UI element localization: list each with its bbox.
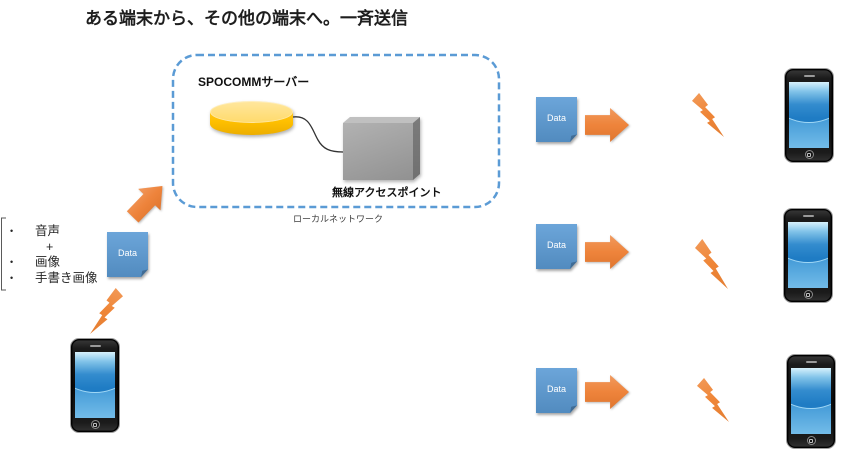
data-document-icon: Data xyxy=(536,368,577,413)
document-folded-corner xyxy=(570,261,577,269)
phone-screen-reflection xyxy=(787,222,829,262)
lightning-bolt-icon xyxy=(695,239,728,289)
phone-screen-reflection xyxy=(74,352,116,392)
document-body xyxy=(536,224,577,269)
list-item-text: 音声 xyxy=(35,224,61,238)
cylinder-top xyxy=(210,101,293,123)
database-cylinder-icon xyxy=(210,101,293,135)
list-item: • 音声 xyxy=(0,224,110,240)
content-list-bracket xyxy=(1,217,6,291)
phone-screen-reflection xyxy=(788,82,830,122)
arrow-right-icon xyxy=(585,375,629,409)
list-item-text: 画像 xyxy=(35,255,61,269)
access-point-label: 無線アクセスポイント xyxy=(332,187,442,199)
data-document-icon: Data xyxy=(536,224,577,269)
bolt-shape xyxy=(695,239,728,289)
phone-home-button xyxy=(804,150,814,160)
server-label: SPOCOMMサーバー xyxy=(198,75,310,89)
content-type-list: • 音声 + • 画像 • 手書き画像 xyxy=(0,224,110,286)
phone-speaker xyxy=(805,360,817,363)
server-to-access-point-cable xyxy=(292,116,344,153)
list-item-text: 手書き画像 xyxy=(35,270,98,285)
page-title: ある端末から、その他の端末へ。一斉送信 xyxy=(85,9,408,28)
arrow-right-icon xyxy=(585,235,629,269)
phone-home-button xyxy=(803,290,813,300)
box-side-face xyxy=(413,117,420,180)
phone-speaker xyxy=(89,344,101,347)
document-body xyxy=(107,232,148,277)
smartphone-icon xyxy=(786,354,836,449)
box-front-face xyxy=(343,123,413,180)
phone-home-button xyxy=(90,420,100,430)
arrow-shape xyxy=(585,375,629,409)
data-label: Data xyxy=(546,112,566,123)
document-body xyxy=(536,97,577,142)
phone-screen xyxy=(788,82,830,148)
phone-speaker xyxy=(803,74,815,77)
phone-screen xyxy=(790,368,832,434)
phone-screen xyxy=(787,222,829,288)
data-document-icon: Data xyxy=(536,97,577,142)
list-item: • 画像 xyxy=(0,255,110,271)
local-network-label: ローカルネットワーク xyxy=(293,214,384,224)
smartphone-icon xyxy=(70,338,120,433)
document-body xyxy=(536,368,577,413)
home-button-square xyxy=(807,152,811,157)
phone-home-button xyxy=(806,436,816,446)
local-network-lines xyxy=(171,53,501,209)
arrow-shape xyxy=(121,175,173,227)
box-top-face xyxy=(343,117,420,123)
home-button-square xyxy=(806,292,810,297)
home-button-square xyxy=(93,422,97,427)
arrow-right-icon xyxy=(585,108,629,142)
bullet: • xyxy=(10,272,14,283)
list-item-plus: + xyxy=(0,240,110,256)
access-point-box-icon xyxy=(343,117,420,180)
bolt-shape xyxy=(692,93,724,137)
arrow-shape xyxy=(585,235,629,269)
bracket-line xyxy=(1,217,6,291)
phone-speaker xyxy=(802,214,814,217)
document-folded-corner xyxy=(570,405,577,413)
phone-screen xyxy=(74,352,116,418)
plus-sign: + xyxy=(46,239,54,254)
list-item: • 手書き画像 xyxy=(0,271,110,287)
smartphone-icon xyxy=(784,68,834,163)
home-button-square xyxy=(809,438,813,443)
bolt-shape xyxy=(697,378,729,422)
arrow-shape xyxy=(585,108,629,142)
lightning-bolt-icon xyxy=(697,378,729,422)
bullet: • xyxy=(10,226,14,236)
document-folded-corner xyxy=(570,134,577,142)
data-label: Data xyxy=(546,383,566,394)
phone-screen-reflection xyxy=(790,368,832,408)
data-document-icon: Data xyxy=(107,232,148,277)
bullet: • xyxy=(10,257,14,267)
bolt-shape xyxy=(90,288,123,334)
document-folded-corner xyxy=(141,269,148,277)
local-network-boundary xyxy=(171,53,501,209)
arrow-up-right-icon xyxy=(126,186,169,217)
smartphone-icon xyxy=(783,208,833,303)
data-label: Data xyxy=(546,239,566,250)
lightning-bolt-icon xyxy=(90,288,123,334)
lightning-bolt-icon xyxy=(692,93,724,137)
data-label: Data xyxy=(117,247,137,258)
